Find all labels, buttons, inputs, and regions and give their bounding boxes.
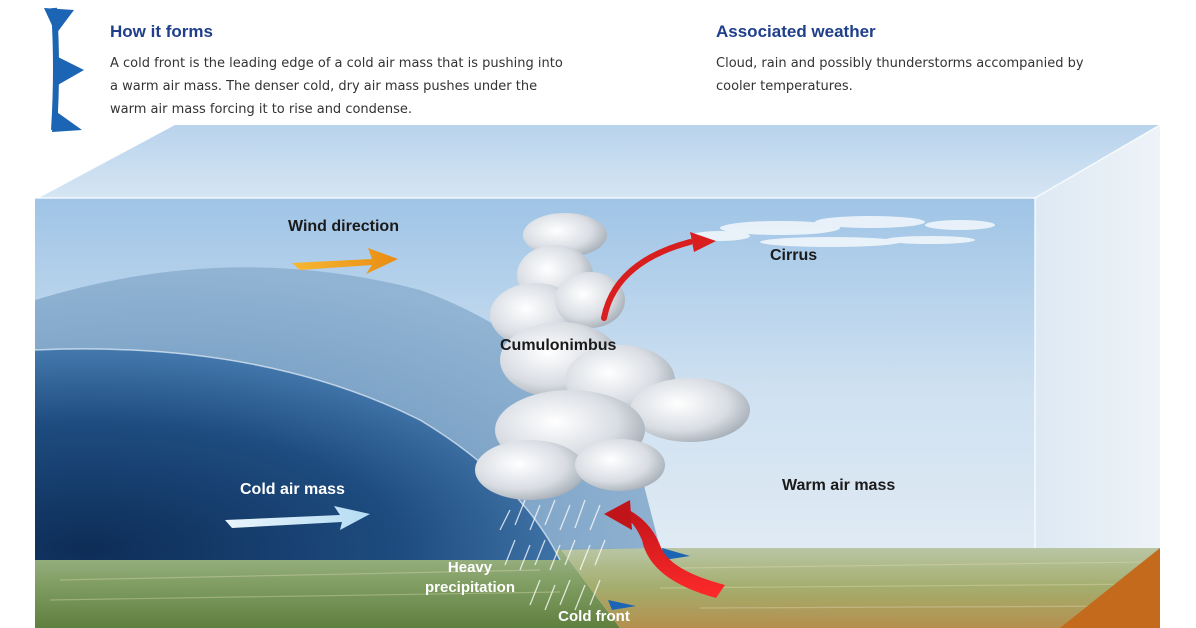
label-cold-air-mass: Cold air mass (240, 481, 345, 498)
label-wind-direction: Wind direction (288, 218, 399, 235)
label-cirrus: Cirrus (770, 247, 817, 264)
cold-air-inner-dome (35, 348, 560, 560)
how-it-forms-title: How it forms (110, 22, 213, 41)
ground-warm-side (560, 548, 1160, 628)
header-panel: How it forms A cold front is the leading… (0, 0, 1196, 132)
ground-edge-orange (1060, 548, 1160, 628)
box-top-face (35, 125, 1160, 200)
associated-weather-title: Associated weather (716, 22, 876, 41)
wind-direction-arrow-icon (292, 248, 398, 274)
associated-weather-text: Cloud, rain and possibly thunderstorms a… (716, 56, 1084, 94)
label-cumulonimbus: Cumulonimbus (500, 337, 617, 354)
how-it-forms-section: How it forms A cold front is the leading… (110, 22, 650, 121)
warm-air-rising-arrow-icon (608, 508, 725, 598)
cold-front-marker (608, 600, 636, 610)
how-it-forms-text: A cold front is the leading edge of a co… (110, 56, 563, 117)
cold-front-marker (662, 548, 690, 560)
label-warm-air-mass: Warm air mass (782, 477, 895, 494)
label-heavy-precipitation-line2: precipitation (425, 579, 515, 596)
heavy-precipitation-streaks (499, 499, 606, 611)
warm-air-rising-arrow-icon (601, 239, 693, 321)
cold-front-symbol-icon (44, 7, 84, 132)
label-heavy-precipitation-line1: Heavy (448, 559, 493, 576)
associated-weather-section: Associated weather Cloud, rain and possi… (716, 22, 1166, 98)
label-cold-front: Cold front (558, 608, 630, 625)
cumulonimbus-cloud (475, 213, 750, 500)
box-right-face (1035, 125, 1160, 628)
cold-air-arrow-icon (225, 506, 370, 530)
ground-cold-side (35, 548, 620, 628)
